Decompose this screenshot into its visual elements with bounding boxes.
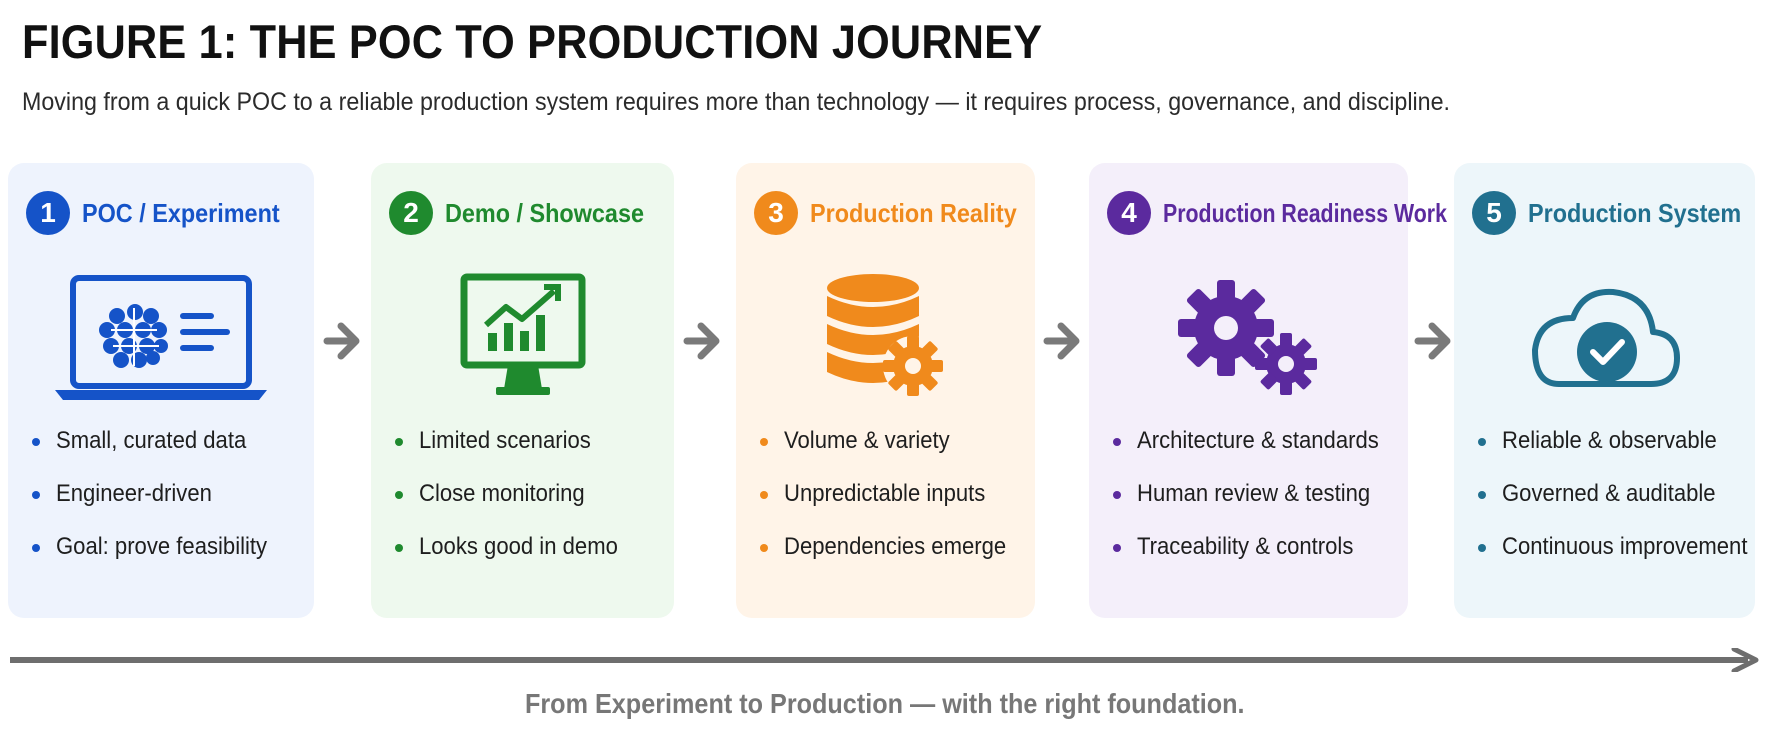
list-item: Small, curated data xyxy=(32,426,285,479)
database-gear-icon xyxy=(736,263,1035,413)
stage-number-badge: 5 xyxy=(1472,191,1516,235)
right-arrow-icon xyxy=(1414,322,1451,360)
list-item: Reliable & observable xyxy=(1478,426,1769,479)
gears-icon xyxy=(1089,263,1408,413)
stage-card-3: 3 Production Reality xyxy=(736,163,1035,618)
stage-title: POC / Experiment xyxy=(82,197,280,228)
list-item: Human review & testing xyxy=(1113,479,1400,532)
stage-card-2: 2 Demo / Showcase Limited scenarios Clos… xyxy=(371,163,674,618)
right-arrow-icon xyxy=(683,322,720,360)
stage-number-badge: 2 xyxy=(389,191,433,235)
cloud-check-icon xyxy=(1454,263,1755,413)
figure-title: FIGURE 1: THE POC TO PRODUCTION JOURNEY xyxy=(22,15,1043,68)
stage-bullet-list: Small, curated data Engineer-driven Goal… xyxy=(32,426,285,585)
stage-title: Demo / Showcase xyxy=(445,197,644,228)
list-item: Governed & auditable xyxy=(1478,479,1769,532)
stage-header: 2 Demo / Showcase xyxy=(389,191,666,235)
footer-tagline: From Experiment to Production — with the… xyxy=(525,688,1245,719)
stage-card-1: 1 POC / Experiment Small, curated xyxy=(8,163,314,618)
list-item: Dependencies emerge xyxy=(760,532,1026,585)
stage-header: 5 Production System xyxy=(1472,191,1765,235)
stage-title: Production Reality xyxy=(810,197,1017,228)
list-item: Traceability & controls xyxy=(1113,532,1400,585)
stage-number-badge: 3 xyxy=(754,191,798,235)
stage-card-4: 4 Production Readiness Work xyxy=(1089,163,1447,618)
stage-header: 4 Production Readiness Work xyxy=(1107,191,1509,235)
list-item: Volume & variety xyxy=(760,426,1026,479)
list-item: Close monitoring xyxy=(395,479,635,532)
stage-number-badge: 1 xyxy=(26,191,70,235)
list-item: Continuous improvement xyxy=(1478,532,1769,585)
monitor-chart-icon xyxy=(371,263,674,413)
laptop-brain-icon xyxy=(8,263,314,413)
list-item: Architecture & standards xyxy=(1113,426,1400,479)
timeline-arrow xyxy=(10,648,1759,672)
stage-header: 3 Production Reality xyxy=(754,191,1040,235)
list-item: Limited scenarios xyxy=(395,426,635,479)
figure-subtitle: Moving from a quick POC to a reliable pr… xyxy=(22,88,1451,116)
stage-bullet-list: Architecture & standards Human review & … xyxy=(1113,426,1400,585)
stage-bullet-list: Reliable & observable Governed & auditab… xyxy=(1478,426,1769,585)
stage-card-5: 5 Production System Reliable & observabl… xyxy=(1454,163,1755,618)
stage-number-badge: 4 xyxy=(1107,191,1151,235)
stage-title: Production Readiness Work xyxy=(1163,197,1447,228)
stage-bullet-list: Volume & variety Unpredictable inputs De… xyxy=(760,426,1026,585)
list-item: Unpredictable inputs xyxy=(760,479,1026,532)
stage-bullet-list: Limited scenarios Close monitoring Looks… xyxy=(395,426,635,585)
list-item: Engineer-driven xyxy=(32,479,285,532)
list-item: Looks good in demo xyxy=(395,532,635,585)
stage-header: 1 POC / Experiment xyxy=(26,191,302,235)
list-item: Goal: prove feasibility xyxy=(32,532,285,585)
right-arrow-icon xyxy=(1043,322,1080,360)
right-arrow-icon xyxy=(323,322,360,360)
stage-title: Production System xyxy=(1528,197,1742,228)
